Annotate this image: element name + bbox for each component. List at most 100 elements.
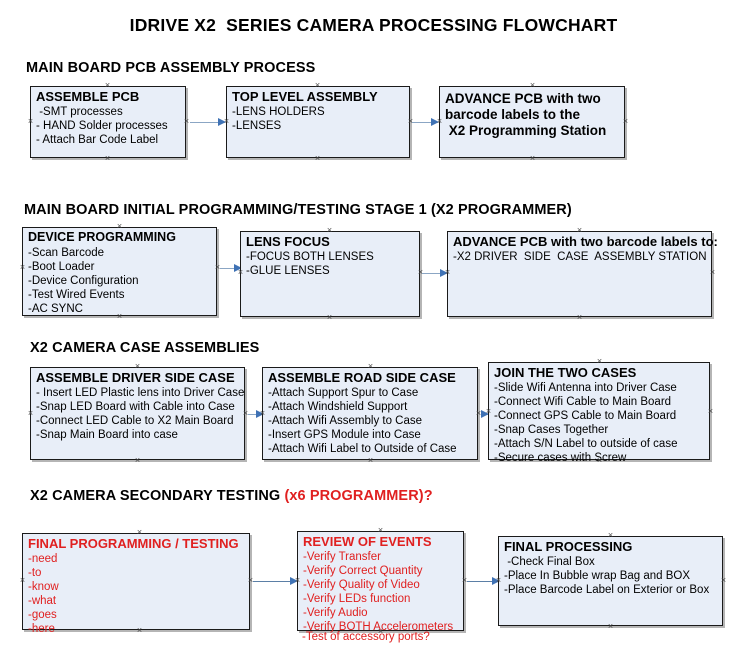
resize-handle-bottom[interactable]: [377, 628, 384, 635]
resize-handle-right[interactable]: [183, 118, 190, 125]
node-line: - Insert LED Plastic lens into Driver Ca…: [36, 387, 245, 399]
node-line: -FOCUS BOTH LENSES: [246, 251, 374, 263]
arrow-head-icon: [431, 118, 439, 126]
arrow-head-icon: [218, 118, 226, 126]
resize-handle-bottom[interactable]: [326, 314, 333, 321]
resize-handle-top[interactable]: [134, 363, 141, 370]
node-line: -SMT processes: [36, 106, 123, 118]
node-advance-pcb-programming-station[interactable]: ADVANCE PCB with two barcode labels to t…: [439, 86, 625, 158]
node-line: -Verify LEDs function: [303, 593, 411, 605]
resize-handle-top[interactable]: [326, 227, 333, 234]
node-line: -Snap Main Board into case: [36, 429, 178, 441]
resize-handle-left[interactable]: [436, 118, 443, 125]
node-top-level-assembly[interactable]: TOP LEVEL ASSEMBLY -LENS HOLDERS -LENSES: [226, 86, 410, 158]
resize-handle-left[interactable]: [485, 408, 492, 415]
resize-handle-bottom[interactable]: [314, 155, 321, 162]
connector-device-programming-to-lens-focus: [220, 268, 238, 269]
node-line: -Connect GPS Cable to Main Board: [494, 410, 677, 422]
node-title: REVIEW OF EVENTS: [303, 534, 432, 549]
resize-handle-left[interactable]: [27, 410, 34, 417]
node-lens-focus[interactable]: LENS FOCUS -FOCUS BOTH LENSES -GLUE LENS…: [240, 231, 420, 317]
resize-handle-top[interactable]: [136, 529, 143, 536]
node-title: FINAL PROCESSING: [504, 539, 633, 554]
node-line: -Attach Wifi Assembly to Case: [268, 415, 423, 427]
resize-handle-bottom[interactable]: [529, 155, 536, 162]
node-line: -Attach Wifi Label to Outside of Case: [268, 443, 457, 455]
resize-handle-right[interactable]: [707, 408, 714, 415]
node-line: -AC SYNC: [28, 303, 83, 315]
node-line: -Device Configuration: [28, 275, 139, 287]
node-line: -Scan Barcode: [28, 247, 105, 259]
connector-lens-focus-to-advance-pcb: [422, 273, 443, 274]
node-line: -Slide Wifi Antenna into Driver Case: [494, 382, 677, 394]
resize-handle-top[interactable]: [104, 82, 111, 89]
node-line: -to: [28, 567, 42, 579]
node-title: ADVANCE PCB with two barcode labels to:: [453, 234, 718, 249]
resize-handle-top[interactable]: [377, 527, 384, 534]
node-title: ASSEMBLE ROAD SIDE CASE: [268, 370, 456, 385]
resize-handle-left[interactable]: [259, 410, 266, 417]
node-line: -need: [28, 553, 58, 565]
resize-handle-bottom[interactable]: [367, 457, 374, 464]
connector-driver-case-to-road-case: [248, 414, 262, 415]
node-line: -here: [28, 623, 55, 635]
resize-handle-left[interactable]: [495, 577, 502, 584]
resize-handle-right[interactable]: [622, 118, 629, 125]
resize-handle-left[interactable]: [223, 118, 230, 125]
node-assemble-road-side-case[interactable]: ASSEMBLE ROAD SIDE CASE -Attach Support …: [262, 367, 478, 460]
section-heading-x2-camera-secondary-testing: X2 CAMERA SECONDARY TESTING (x6 PROGRAMM…: [30, 488, 433, 504]
node-line: -Attach Support Spur to Case: [268, 387, 419, 399]
node-final-programming-testing[interactable]: FINAL PROGRAMMING / TESTING -need -to -k…: [22, 533, 250, 635]
resize-handle-top[interactable]: [314, 82, 321, 89]
resize-handle-bottom[interactable]: [607, 623, 614, 630]
node-review-of-events[interactable]: REVIEW OF EVENTS -Verify Transfer -Verif…: [297, 531, 464, 633]
resize-handle-left[interactable]: [237, 269, 244, 276]
section-heading-accent: (x6 PROGRAMMER)?: [284, 488, 433, 504]
resize-handle-bottom[interactable]: [116, 313, 123, 320]
node-line: -Verify Quality of Video: [303, 579, 420, 591]
node-line: -Place Barcode Label on Exterior or Box: [504, 584, 710, 596]
resize-handle-top[interactable]: [116, 223, 123, 230]
node-line: -Connect Wifi Cable to Main Board: [494, 396, 672, 408]
node-advance-pcb-driver-side-case[interactable]: ADVANCE PCB with two barcode labels to: …: [447, 231, 718, 317]
section-heading-main-board-pcb-assembly: MAIN BOARD PCB ASSEMBLY PROCESS: [26, 60, 316, 76]
node-line: -Attach S/N Label to outside of case: [494, 438, 678, 450]
node-line: - Attach Bar Code Label: [36, 134, 159, 146]
resize-handle-top[interactable]: [367, 363, 374, 370]
node-title-cont: barcode labels to the: [445, 107, 581, 122]
resize-handle-left[interactable]: [444, 269, 451, 276]
node-assemble-pcb[interactable]: ASSEMBLE PCB -SMT processes - HAND Solde…: [30, 86, 186, 158]
node-title: JOIN THE TWO CASES: [494, 365, 637, 380]
resize-handle-bottom[interactable]: [134, 457, 141, 464]
node-line: -Insert GPS Module into Case: [268, 429, 421, 441]
resize-handle-left[interactable]: [19, 577, 26, 584]
node-line: -Attach Windshield Support: [268, 401, 408, 413]
connector-final-programming-to-review-events: [253, 581, 293, 582]
resize-handle-top[interactable]: [529, 82, 536, 89]
section-heading-x2-camera-case-assemblies: X2 CAMERA CASE ASSEMBLIES: [30, 340, 260, 356]
resize-handle-top[interactable]: [576, 227, 583, 234]
node-line: -goes: [28, 609, 57, 621]
resize-handle-bottom[interactable]: [576, 314, 583, 321]
resize-handle-left[interactable]: [294, 577, 301, 584]
node-line: -what: [28, 595, 57, 607]
node-line: -Boot Loader: [28, 261, 95, 273]
node-join-the-two-cases[interactable]: JOIN THE TWO CASES -Slide Wifi Antenna i…: [488, 362, 710, 464]
node-device-programming[interactable]: DEVICE PROGRAMMING -Scan Barcode -Boot L…: [22, 227, 217, 316]
node-title: TOP LEVEL ASSEMBLY: [232, 89, 378, 104]
node-assemble-driver-side-case[interactable]: ASSEMBLE DRIVER SIDE CASE - Insert LED P…: [30, 367, 245, 460]
resize-handle-bottom[interactable]: [596, 457, 603, 464]
resize-handle-top[interactable]: [596, 358, 603, 365]
node-final-processing[interactable]: FINAL PROCESSING -Check Final Box -Place…: [498, 536, 723, 626]
resize-handle-right[interactable]: [709, 269, 716, 276]
resize-handle-bottom[interactable]: [136, 627, 143, 634]
resize-handle-left[interactable]: [27, 118, 34, 125]
resize-handle-top[interactable]: [607, 532, 614, 539]
resize-handle-right[interactable]: [720, 577, 727, 584]
node-line: -X2 DRIVER SIDE CASE ASSEMBLY STATION: [453, 251, 707, 263]
resize-handle-left[interactable]: [19, 264, 26, 271]
node-line: -know: [28, 581, 59, 593]
node-line: -Verify BOTH Accelerometers: [303, 621, 454, 633]
node-line: -Verify Audio: [303, 607, 368, 619]
resize-handle-bottom[interactable]: [104, 155, 111, 162]
